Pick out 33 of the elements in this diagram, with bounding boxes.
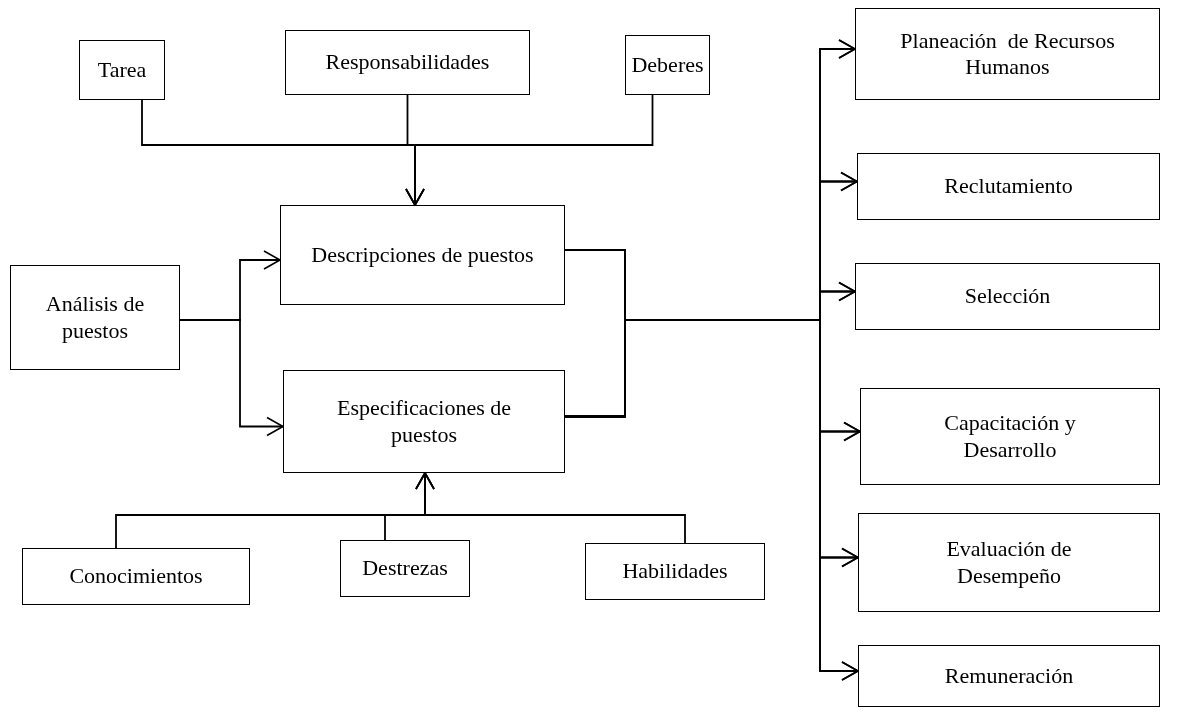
process-box [280,205,565,305]
process-box [22,548,250,605]
box-label: Especificaciones de puestos [335,395,513,448]
process-box [283,370,565,473]
process-box [340,540,470,597]
process-box [855,8,1160,100]
box-label: Evaluación de Desempeño [945,536,1073,589]
process-box [285,30,530,95]
process-box [855,263,1160,330]
box-label: Remuneración [944,662,1074,690]
process-box [79,40,165,100]
process-box [860,388,1160,485]
box-label: Capacitación y Desarrollo [943,410,1077,463]
process-box [585,543,765,600]
process-box [857,153,1160,220]
arrow [179,319,284,437]
arrow [405,94,654,206]
box-label: Selección [964,283,1051,310]
box-label: Reclutamiento [944,173,1073,200]
box-label: Análisis de puestos [44,291,146,344]
box-label: Planeación de Recursos Humanos [899,27,1116,81]
arrow [415,472,686,544]
process-box [858,513,1160,612]
box-label: Deberes [631,51,704,79]
box-label: Destrezas [362,555,448,582]
box-label: Habilidades [622,558,728,585]
process-box [858,645,1160,707]
box-label: Conocimientos [69,563,203,590]
process-box [10,265,180,370]
process-box [625,35,710,95]
box-label: Tarea [97,56,147,84]
box-label: Descripciones de puestos [311,241,534,269]
box-label: Responsabilidades [325,49,490,76]
